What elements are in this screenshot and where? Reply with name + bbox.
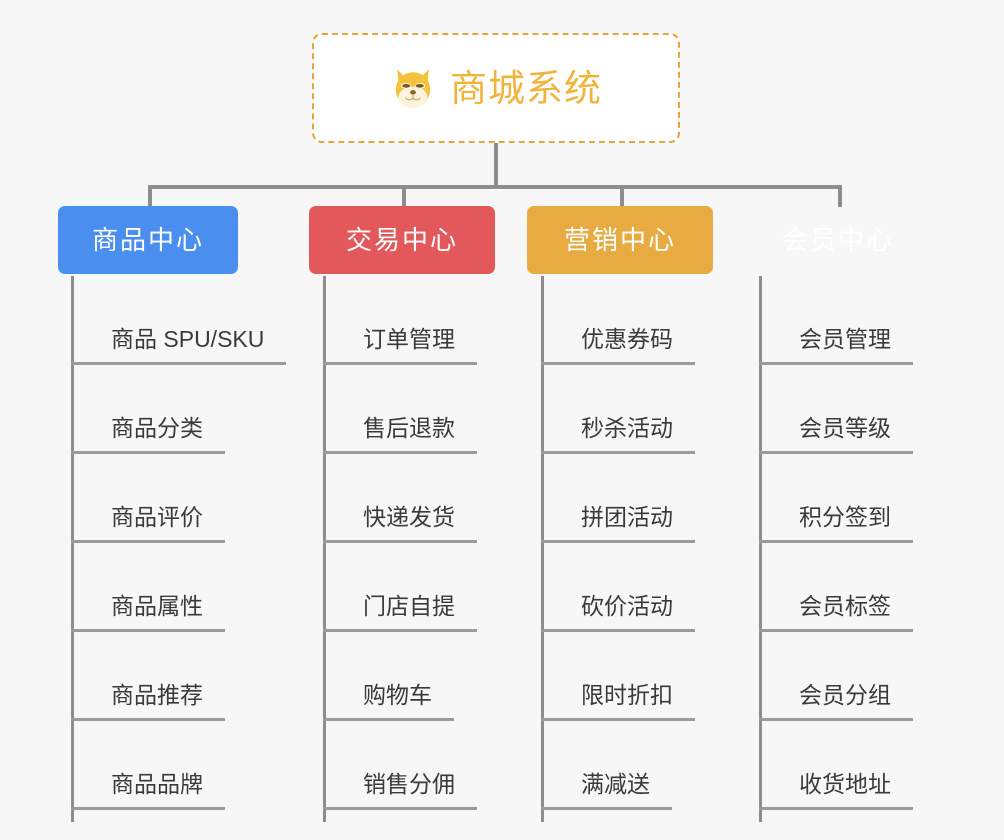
leaf-label: 收货地址: [759, 771, 913, 810]
leaf-item[interactable]: 秒杀活动: [541, 365, 695, 454]
leaf-item[interactable]: 会员标签: [759, 543, 913, 632]
leaf-label: 积分签到: [759, 504, 913, 543]
leaf-label: 优惠券码: [541, 326, 695, 365]
branch-rail: [759, 276, 762, 822]
connector-drop-1: [148, 185, 152, 207]
leaf-item[interactable]: 收货地址: [759, 721, 913, 810]
leaf-label: 快递发货: [323, 504, 477, 543]
leaf-label: 订单管理: [323, 326, 477, 365]
category-box-product[interactable]: 商品中心: [58, 206, 238, 274]
connector-drop-4: [838, 185, 842, 207]
leaf-item[interactable]: 商品属性: [71, 543, 225, 632]
leaf-item[interactable]: 商品推荐: [71, 632, 225, 721]
leaf-item[interactable]: 满减送: [541, 721, 672, 810]
leaf-item[interactable]: 商品评价: [71, 454, 225, 543]
connector-drop-3: [620, 185, 624, 207]
branch-rail: [323, 276, 326, 822]
root-title: 商城系统: [450, 67, 602, 109]
leaf-label: 限时折扣: [541, 682, 695, 721]
leaf-item[interactable]: 会员管理: [759, 276, 913, 365]
leaf-label: 商品属性: [71, 593, 225, 632]
connector-drop-2: [402, 185, 406, 207]
leaf-item[interactable]: 商品品牌: [71, 721, 225, 810]
leaf-item[interactable]: 订单管理: [323, 276, 477, 365]
leaf-item[interactable]: 优惠券码: [541, 276, 695, 365]
leaf-label: 商品品牌: [71, 771, 225, 810]
leaf-label: 商品评价: [71, 504, 225, 543]
leaf-item[interactable]: 拼团活动: [541, 454, 695, 543]
category-label: 会员中心: [781, 225, 894, 255]
category-box-marketing[interactable]: 营销中心: [527, 206, 713, 274]
leaf-label: 商品 SPU/SKU: [71, 326, 287, 365]
leaf-label: 会员分组: [759, 682, 913, 721]
category-label: 营销中心: [563, 225, 676, 255]
leaf-label: 会员等级: [759, 415, 913, 454]
leaf-item[interactable]: 售后退款: [323, 365, 477, 454]
connector-root-trunk: [494, 143, 498, 187]
leaf-label: 拼团活动: [541, 504, 695, 543]
connector-bus: [148, 185, 842, 189]
leaf-label: 门店自提: [323, 593, 477, 632]
category-box-member[interactable]: 会员中心: [745, 206, 931, 274]
leaf-item[interactable]: 积分签到: [759, 454, 913, 543]
leaf-item[interactable]: 快递发货: [323, 454, 477, 543]
category-label: 商品中心: [91, 225, 204, 255]
leaf-label: 购物车: [323, 682, 454, 721]
leaf-item[interactable]: 会员分组: [759, 632, 913, 721]
leaf-item[interactable]: 砍价活动: [541, 543, 695, 632]
leaf-item[interactable]: 销售分佣: [323, 721, 477, 810]
leaf-item[interactable]: 购物车: [323, 632, 454, 721]
branch-rail: [541, 276, 544, 822]
category-box-trade[interactable]: 交易中心: [309, 206, 495, 274]
leaf-label: 砍价活动: [541, 593, 695, 632]
leaf-label: 售后退款: [323, 415, 477, 454]
leaf-label: 商品推荐: [71, 682, 225, 721]
leaf-label: 销售分佣: [323, 771, 477, 810]
shiba-dog-icon: [395, 69, 431, 109]
leaf-item[interactable]: 商品分类: [71, 365, 225, 454]
leaf-label: 会员管理: [759, 326, 913, 365]
leaf-label: 秒杀活动: [541, 415, 695, 454]
leaf-item[interactable]: 会员等级: [759, 365, 913, 454]
branch-rail: [71, 276, 74, 822]
leaf-item[interactable]: 限时折扣: [541, 632, 695, 721]
leaf-label: 商品分类: [71, 415, 225, 454]
leaf-item[interactable]: 商品 SPU/SKU: [71, 276, 287, 365]
root-node[interactable]: 商城系统: [312, 33, 680, 143]
leaf-label: 满减送: [541, 771, 672, 810]
category-label: 交易中心: [345, 225, 458, 255]
leaf-label: 会员标签: [759, 593, 913, 632]
leaf-item[interactable]: 门店自提: [323, 543, 477, 632]
